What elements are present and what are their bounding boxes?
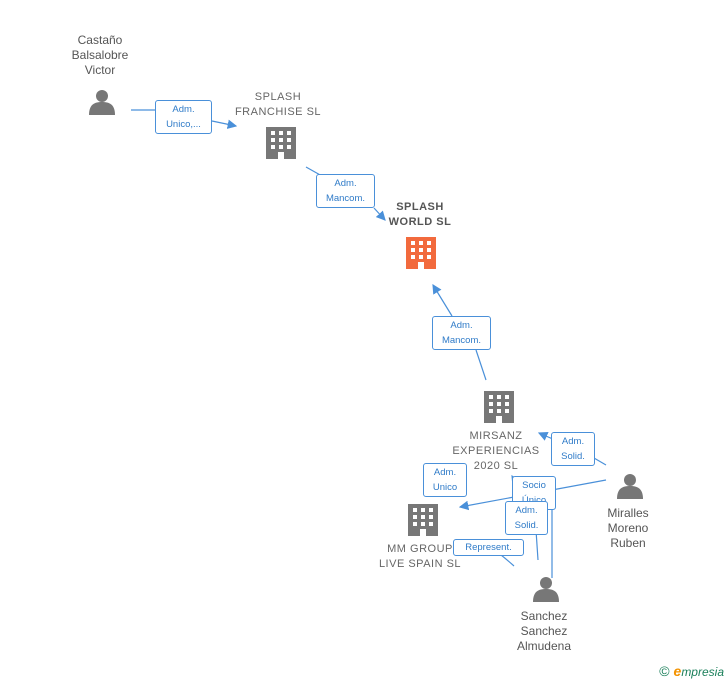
building-icon[interactable]	[484, 391, 514, 423]
brand-name: mpresia	[681, 665, 724, 679]
node-label-mirsanz[interactable]: MIRSANZ EXPERIENCIAS 2020 SL	[452, 430, 540, 472]
building-icon[interactable]	[266, 127, 296, 159]
person-icon[interactable]	[533, 577, 559, 602]
node-label-sanchez[interactable]: Sanchez Sanchez Almudena	[516, 609, 572, 653]
edge-label-adm-unico[interactable]: Adm. Unico,...	[155, 100, 212, 134]
edge-label-represent[interactable]: Represent.	[453, 539, 524, 556]
brand-watermark: ©empresia	[659, 663, 724, 679]
edge-label-adm-solid[interactable]: Adm. Solid.	[505, 501, 548, 535]
node-label-splash-franchise[interactable]: SPLASH FRANCHISE SL	[234, 91, 322, 118]
edge-label-adm-solid[interactable]: Adm. Solid.	[551, 432, 595, 466]
building-icon[interactable]	[408, 504, 438, 536]
copyright-icon: ©	[659, 663, 670, 679]
brand-initial: e	[673, 663, 682, 679]
edge-castano-splash-franchise	[131, 109, 236, 126]
building-icon-center[interactable]	[406, 237, 436, 269]
person-icon[interactable]	[617, 474, 643, 499]
person-icon[interactable]	[89, 90, 115, 115]
node-label-castano[interactable]: Castaño Balsalobre Victor	[71, 33, 129, 77]
node-label-splash-world[interactable]: SPLASH WORLD SL	[388, 201, 452, 228]
edge-label-adm-mancom[interactable]: Adm. Mancom.	[432, 316, 491, 350]
edge-label-adm-unico[interactable]: Adm. Unico	[423, 463, 467, 497]
node-label-miralles[interactable]: Miralles Moreno Ruben	[607, 506, 649, 550]
node-label-mm-group[interactable]: MM GROUP LIVE SPAIN SL	[378, 543, 462, 570]
edge-mirsanz-splash-world	[433, 285, 487, 381]
edge-label-adm-mancom[interactable]: Adm. Mancom.	[316, 174, 375, 208]
